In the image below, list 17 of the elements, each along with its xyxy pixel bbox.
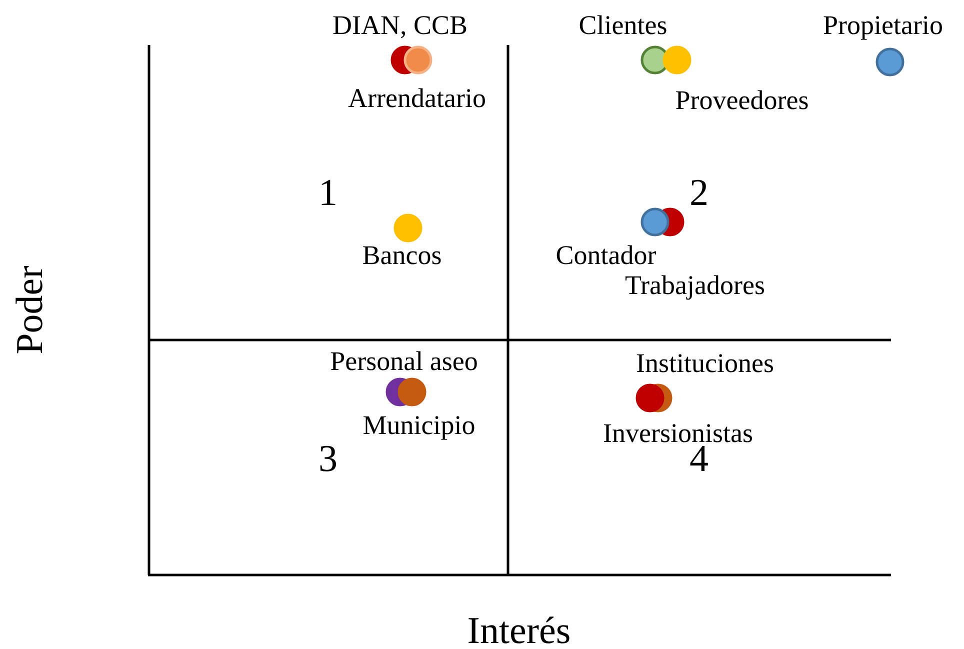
quadrant-number: 1 — [318, 174, 338, 212]
stakeholder-label: Municipio — [362, 412, 476, 439]
stakeholder-label: Clientes — [578, 12, 668, 39]
stakeholder-label: Instituciones — [636, 350, 774, 377]
stakeholder-label: Contador — [556, 242, 656, 269]
stakeholder-label: Arrendatario — [348, 85, 486, 112]
stakeholder-label: DIAN, CCB — [332, 12, 468, 39]
stakeholder-label: Trabajadores — [625, 272, 765, 299]
stakeholder-label: Propietario — [823, 12, 943, 39]
stakeholder-label: Bancos — [362, 242, 442, 269]
stakeholder-label: Personal aseo — [330, 348, 478, 375]
quadrant-number: 3 — [318, 440, 338, 478]
stakeholder-label: Proveedores — [675, 87, 809, 114]
stakeholder-label: Inversionistas — [603, 420, 753, 447]
axis-title: Poder — [11, 266, 49, 354]
axis-title: Interés — [467, 612, 571, 649]
quadrant-number: 2 — [690, 174, 708, 212]
